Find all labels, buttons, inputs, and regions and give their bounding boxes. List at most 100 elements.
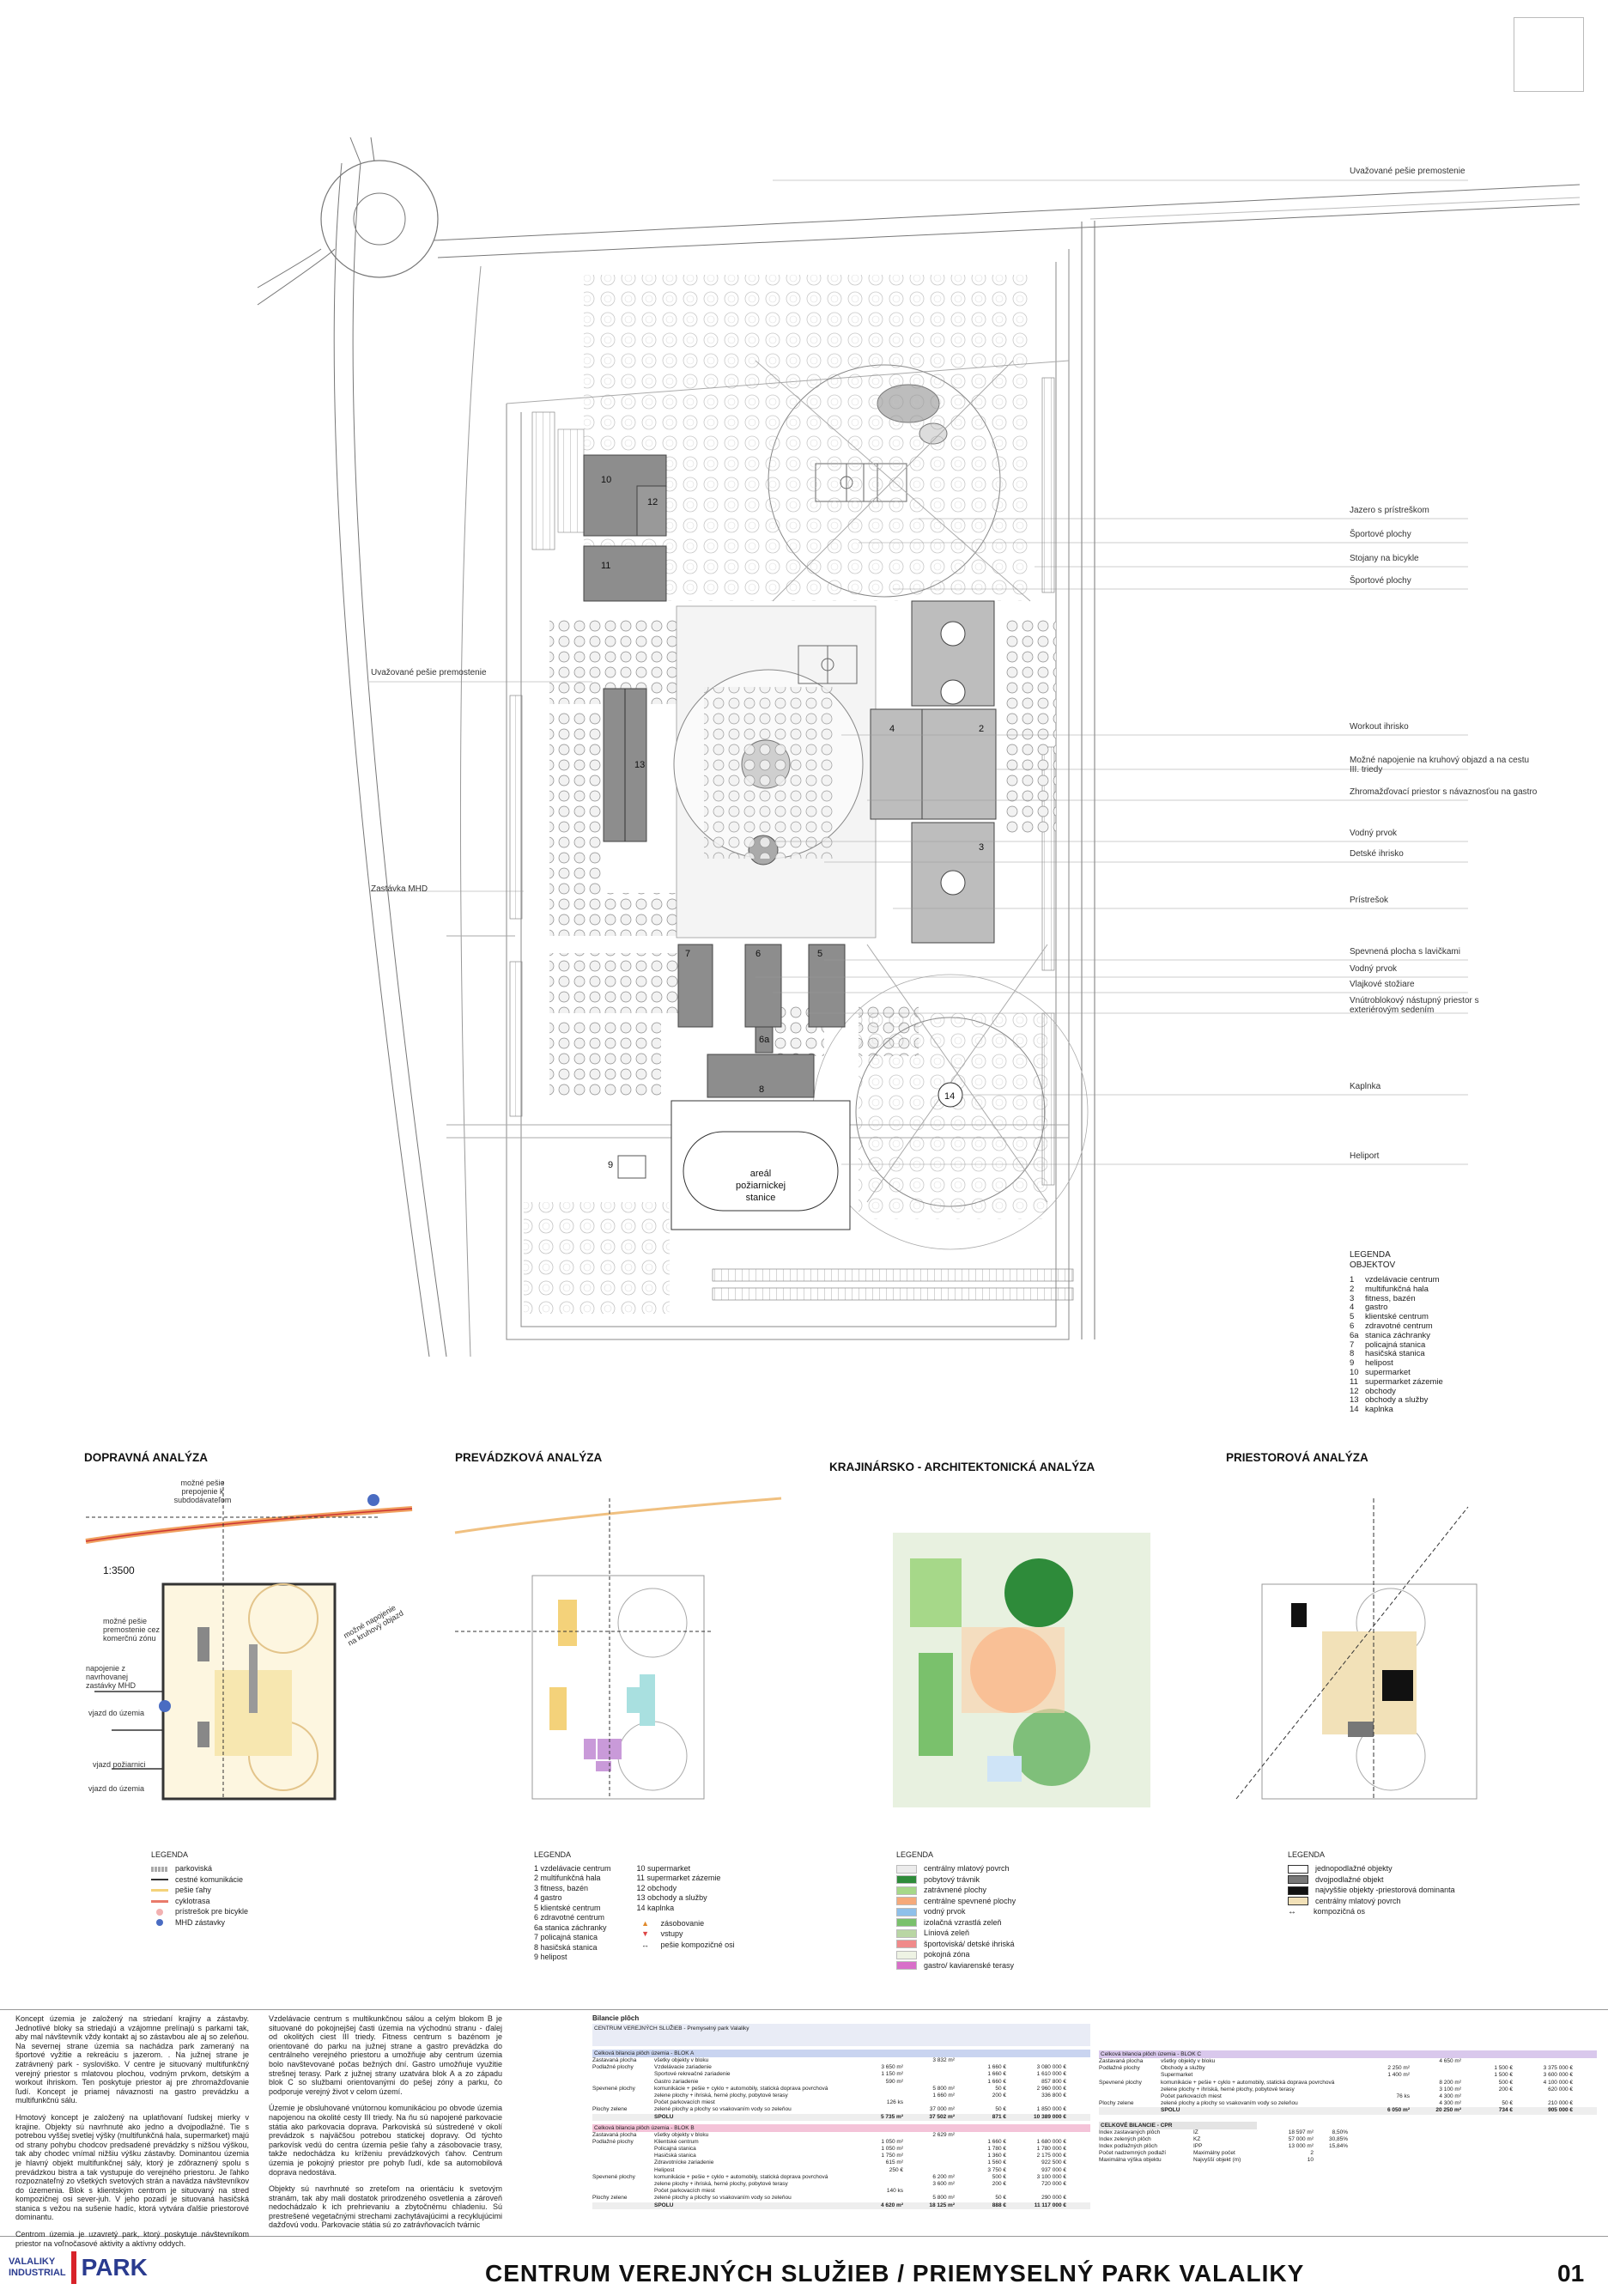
traffic-legend-swatch bbox=[151, 1899, 168, 1903]
table-cell bbox=[1461, 2093, 1513, 2100]
table-cell: Podlažné plochy bbox=[592, 2138, 634, 2145]
table-cell bbox=[592, 2181, 654, 2188]
objects-legend-number: 5 bbox=[1350, 1312, 1355, 1322]
table-cell: 1 660 € bbox=[987, 2071, 1006, 2078]
building-label-5: 5 bbox=[817, 949, 822, 959]
table-cell bbox=[1099, 2086, 1161, 2093]
landscape-legend-item: vodný prvok bbox=[896, 1907, 1068, 1918]
callout-left-2: Zastávka MHD bbox=[371, 884, 428, 894]
table-cell bbox=[903, 2167, 955, 2174]
building-label-6a: 6a bbox=[759, 1035, 770, 1045]
landscape-legend-item: pobytový trávnik bbox=[896, 1874, 1068, 1886]
table-cell bbox=[1358, 2080, 1410, 2086]
table-cell: 2 629 m² bbox=[932, 2131, 955, 2138]
objects-legend-text: stanica záchranky bbox=[1365, 1330, 1431, 1340]
traffic-legend-swatch bbox=[156, 1908, 163, 1916]
table-cell: SPOLU bbox=[1161, 2107, 1180, 2114]
table-cell: Policajná stanica bbox=[654, 2146, 696, 2153]
spatial-legend-swatch bbox=[1288, 1864, 1308, 1874]
table-cell: SPOLU bbox=[654, 2202, 674, 2208]
building-label-11: 11 bbox=[601, 561, 610, 571]
table-cell bbox=[1006, 2132, 1066, 2139]
operation-legend-item: 12 obchody bbox=[636, 1883, 677, 1892]
table-cell: 3 832 m² bbox=[932, 2057, 955, 2063]
fire-station-label-3: stanice bbox=[746, 1193, 776, 1203]
south-park bbox=[812, 944, 1089, 1250]
table-cell: zelene plochy + ihriská, herné plochy, p… bbox=[1161, 2086, 1295, 2093]
objects-legend-text: policajná stanica bbox=[1365, 1339, 1426, 1350]
building-label-8: 8 bbox=[759, 1084, 764, 1095]
table-cell bbox=[1513, 2093, 1573, 2100]
table-cell bbox=[592, 2099, 654, 2106]
landscape-legend-text: centrálny mlatový povrch bbox=[924, 1864, 1010, 1873]
building-label-13: 13 bbox=[634, 760, 645, 770]
table-cell: Podlažné plochy bbox=[592, 2064, 634, 2071]
road-north bbox=[433, 184, 1581, 258]
text-paragraph: Vzdelávacie centrum s multikunkčnou sálo… bbox=[269, 2014, 502, 2096]
callout-8: Zhromažďovací priestor s návaznosťou na … bbox=[1350, 787, 1538, 797]
table-cell: 2 960 000 € bbox=[1036, 2085, 1066, 2092]
table-cell: Plochy zelene bbox=[592, 2106, 628, 2113]
table-cell: Zastavaná plocha bbox=[592, 2057, 637, 2063]
building-12 bbox=[636, 485, 667, 537]
table-cell: Najvyšší objekt (m) bbox=[1193, 2157, 1241, 2164]
operation-legend-item: 4 gastro bbox=[534, 1893, 562, 1902]
table-cell: 905 000 € bbox=[1548, 2107, 1573, 2114]
block-b-title: Celková bilancia plôch územia - BLOK B bbox=[592, 2123, 1090, 2132]
building-8 bbox=[707, 1054, 815, 1098]
table-cell bbox=[1358, 2100, 1410, 2107]
table-cell: 1 780 000 € bbox=[1036, 2146, 1066, 2153]
table-cell: Obchody a služby bbox=[1161, 2065, 1205, 2072]
analysis-title-spatial: PRIESTOROVÁ ANALÝZA bbox=[1226, 1451, 1368, 1464]
landscape-legend-item: izolačná vzrastlá zeleň bbox=[896, 1917, 1068, 1929]
table-cell: komunikácie + pešie + cyklo + automobily… bbox=[1161, 2079, 1335, 2086]
table-cell: 250 € bbox=[889, 2166, 903, 2173]
callout-6: Workout ihrisko bbox=[1350, 722, 1409, 732]
building-label-4: 4 bbox=[889, 724, 895, 734]
landscape-legend-item: športoviská/ detské ihriská bbox=[896, 1939, 1068, 1950]
landscape-legend-text: pobytový trávnik bbox=[924, 1874, 980, 1884]
text-paragraph: Koncept územia je založený na striedaní … bbox=[15, 2014, 249, 2105]
table-cell: 1 660 m² bbox=[932, 2092, 955, 2099]
objects-legend-number: 3 bbox=[1350, 1293, 1355, 1303]
traffic-legend-swatch bbox=[151, 1889, 168, 1892]
traffic-legend-item: cestné komunikácie bbox=[151, 1874, 314, 1886]
operation-legend-item: 14 kaplnka bbox=[636, 1903, 675, 1912]
operation-legend-extra-text: pešie kompozičné osi bbox=[660, 1940, 735, 1949]
buildings bbox=[583, 454, 997, 1230]
objects-legend-text: kaplnka bbox=[1365, 1405, 1393, 1415]
table-cell bbox=[852, 2174, 903, 2181]
objects-legend-number: 10 bbox=[1350, 1367, 1359, 1377]
traffic-legend-text: prístrešok pre bicykle bbox=[175, 1907, 249, 1916]
balance-table-right: Celková bilancia plôch územia - BLOK C Z… bbox=[1099, 2050, 1597, 2164]
table-cell: 50 € bbox=[995, 2195, 1006, 2202]
block-a-title: Celková bilancia plôch územia - BLOK A bbox=[592, 2050, 1090, 2057]
objects-legend-number: 7 bbox=[1350, 1339, 1355, 1350]
logo: VALALIKY INDUSTRIAL PARK bbox=[9, 2251, 148, 2284]
table-cell bbox=[1314, 2150, 1348, 2157]
table-cell: 500 € bbox=[1498, 2079, 1513, 2086]
table-cell bbox=[852, 2132, 903, 2139]
table-cell bbox=[1461, 2058, 1513, 2065]
table-cell bbox=[1410, 2072, 1461, 2079]
table-cell: 1 400 m² bbox=[1387, 2072, 1410, 2079]
table-cell: 8 200 m² bbox=[1439, 2079, 1461, 2086]
table-cell: 1 050 m² bbox=[881, 2146, 903, 2153]
building-4 bbox=[870, 708, 923, 820]
table-cell: 37 502 m² bbox=[929, 2113, 955, 2120]
table-cell: Podlažné plochy bbox=[1099, 2065, 1140, 2072]
fire-station-label-1: areál bbox=[750, 1169, 771, 1179]
summary-title: CELKOVÉ BILANCIE - CPR bbox=[1099, 2121, 1257, 2129]
table-cell bbox=[852, 2106, 903, 2113]
